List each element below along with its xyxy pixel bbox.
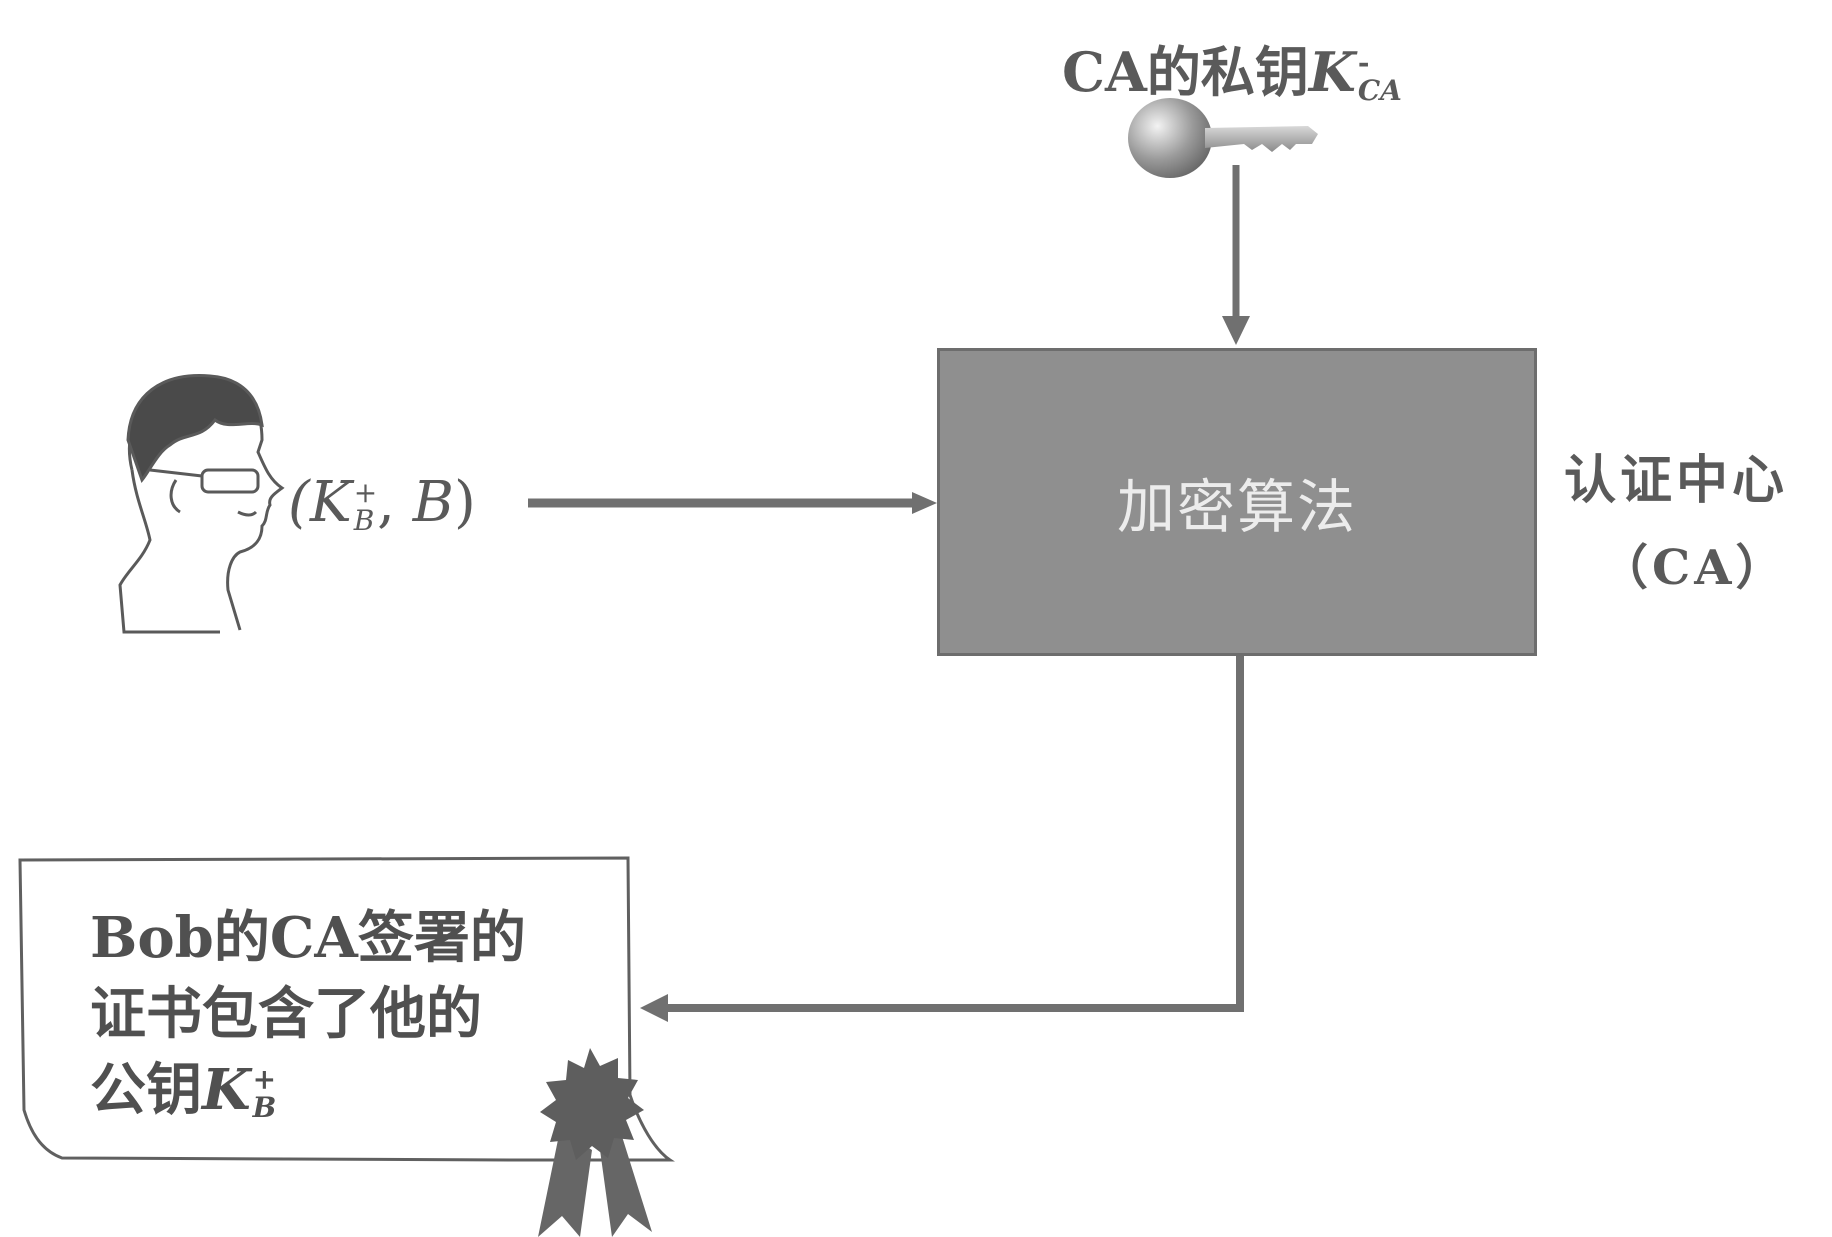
key-to-box-arrow bbox=[1222, 165, 1250, 345]
pair-key-superscript: + bbox=[353, 475, 378, 509]
private-key-superscript: - bbox=[1357, 45, 1370, 79]
private-key-label: CA的私钥K-CA bbox=[1062, 28, 1402, 107]
certificate-line-2: 证书包含了他的 bbox=[90, 981, 482, 1047]
public-key-name-pair: (K+B, B) bbox=[288, 470, 476, 535]
ca-abbreviation: （CA） bbox=[1600, 540, 1788, 596]
pair-close: ) bbox=[453, 470, 476, 535]
ca-title: 认证中心 bbox=[1564, 450, 1789, 511]
certificate-line-3-prefix: 公钥 bbox=[90, 1057, 202, 1123]
output-arrow bbox=[640, 656, 1244, 1022]
pair-key-subscript: B bbox=[353, 503, 375, 537]
private-key-label-text: CA的私钥 bbox=[1062, 40, 1309, 104]
certificate-key-superscript: + bbox=[252, 1063, 277, 1097]
private-key-subscript: CA bbox=[1357, 73, 1402, 107]
certificate-line-1: Bob的CA签署的 bbox=[90, 905, 526, 971]
private-key-scripts: -CA bbox=[1357, 45, 1402, 107]
encryption-algorithm-box: 加密算法 bbox=[937, 348, 1537, 656]
certificate-key-subscript: B bbox=[252, 1091, 277, 1125]
private-key-symbol: K bbox=[1308, 40, 1356, 104]
pair-key-symbol: K bbox=[309, 470, 352, 535]
pair-separator: , bbox=[377, 470, 413, 535]
key-icon bbox=[1128, 98, 1318, 178]
certificate-key-symbol: K bbox=[202, 1057, 251, 1123]
certificate-key-scripts: +B bbox=[253, 1066, 277, 1122]
pair-key-scripts: +B bbox=[353, 475, 378, 537]
certificate-line-3: 公钥K+B bbox=[90, 1052, 590, 1128]
pair-name: B bbox=[412, 470, 454, 535]
certificate-text: Bob的CA签署的 证书包含了他的 公钥K+B bbox=[90, 900, 590, 1128]
bob-person-icon bbox=[118, 374, 285, 634]
encryption-algorithm-label: 加密算法 bbox=[1116, 473, 1357, 541]
seal-ribbon-icon bbox=[538, 1048, 652, 1237]
input-arrow bbox=[528, 492, 937, 514]
pair-open: ( bbox=[288, 470, 310, 535]
